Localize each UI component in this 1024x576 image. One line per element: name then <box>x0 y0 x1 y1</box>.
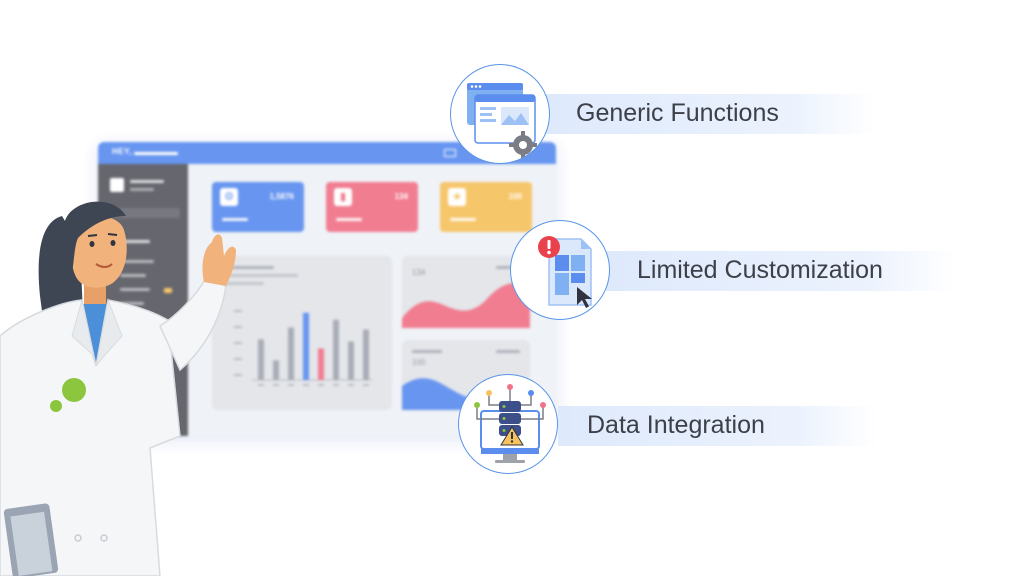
bar-chart-ytick <box>234 358 242 360</box>
bar-chart-tick <box>333 384 339 386</box>
sidebar-line <box>120 274 146 277</box>
bar-chart-tick <box>363 384 369 386</box>
bar-chart-bar <box>273 360 279 380</box>
mail-icon <box>444 149 456 157</box>
raised-arm <box>159 277 227 372</box>
dashboard-greeting: HEY, <box>112 147 132 156</box>
feature-label-band <box>606 251 956 291</box>
stat-card-yellow: ★ 100 <box>440 182 532 232</box>
feature-label-data-integration: Data Integration <box>587 411 765 439</box>
bar-chart-bar <box>363 329 369 380</box>
bar-chart-ytick <box>234 310 242 312</box>
woman-presenter-illustration <box>0 201 236 576</box>
bar-chart-bar <box>333 319 339 380</box>
sidebar-search <box>110 208 180 218</box>
gear-icon: ⚙ <box>220 188 238 206</box>
area-chart-panel-pink: 134 <box>402 256 530 328</box>
sidebar-line <box>110 240 150 243</box>
panel-value: 100 <box>412 358 426 367</box>
feature-label-band <box>558 406 878 446</box>
database-warning-icon <box>474 384 546 463</box>
feature-circle-limited-customization <box>510 220 610 320</box>
dashboard-header: HEY, <box>98 142 556 164</box>
panel-line <box>412 350 442 353</box>
star-icon: ★ <box>448 188 466 206</box>
sidebar-line <box>120 260 154 263</box>
bar-chart-bar <box>288 327 294 380</box>
panel-line <box>224 274 298 277</box>
browser-settings-icon <box>467 83 537 159</box>
bar-chart-tick <box>318 384 324 386</box>
hand <box>202 234 236 286</box>
bar-chart-ytick <box>234 342 242 344</box>
avatar <box>110 178 124 192</box>
bar-chart-bar <box>258 339 264 380</box>
panel-line <box>496 350 520 353</box>
coat-badge-large <box>62 378 86 402</box>
pink-wave <box>402 282 530 328</box>
panel-line <box>496 266 520 269</box>
feature-label-generic-functions: Generic Functions <box>576 99 779 127</box>
bar-chart <box>234 310 372 386</box>
feature-label-band <box>546 94 876 134</box>
bar-chart-tick <box>258 384 264 386</box>
feature-label-limited-customization: Limited Customization <box>637 256 883 284</box>
bar-chart-bar <box>348 341 354 380</box>
feature-circle-data-integration <box>458 374 558 474</box>
panel-line <box>224 266 274 269</box>
card-line <box>222 218 248 221</box>
stat-card-pink: ▮ 134 <box>326 182 418 232</box>
bar-chart-ytick <box>234 374 242 376</box>
card-line <box>450 218 476 221</box>
bar-chart-tick <box>348 384 354 386</box>
header-placeholder-line <box>134 152 178 155</box>
feature-circle-generic-functions <box>450 64 550 164</box>
stat-card-value: 1,5876 <box>269 192 294 201</box>
hair-front <box>60 201 126 286</box>
sidebar-line <box>130 188 154 191</box>
bar-chart-panel <box>212 256 392 410</box>
stat-card-value: 134 <box>394 192 408 201</box>
bar-chart-tick <box>303 384 309 386</box>
bar-chart-bar <box>303 312 309 380</box>
sidebar-line <box>120 288 150 291</box>
bar-chart-ytick <box>234 326 242 328</box>
bar-chart-bar <box>318 348 324 380</box>
bar-chart-icon: ▮ <box>334 188 352 206</box>
panel-line <box>224 282 264 285</box>
stat-card-blue: ⚙ 1,5876 <box>212 182 304 232</box>
bar-chart-tick <box>288 384 294 386</box>
coat-badge-small <box>50 400 62 412</box>
sidebar-line <box>130 180 164 183</box>
sidebar-line <box>120 302 144 305</box>
panel-value: 134 <box>412 268 426 277</box>
card-line <box>336 218 362 221</box>
sidebar-badge <box>164 288 172 293</box>
bar-chart-tick <box>273 384 279 386</box>
stat-card-value: 100 <box>508 192 522 201</box>
layout-warning-icon <box>538 236 592 308</box>
